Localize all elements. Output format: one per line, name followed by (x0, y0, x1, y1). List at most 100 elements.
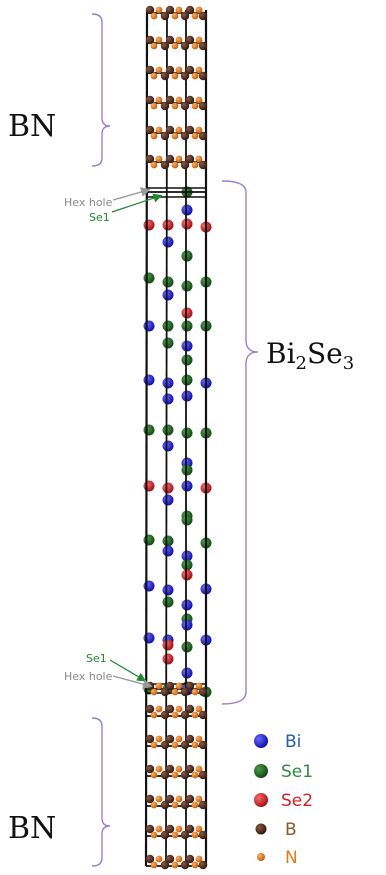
se1-atom (162, 320, 174, 332)
n-atom (195, 705, 203, 713)
n-atom (191, 72, 199, 80)
n-atom (171, 688, 179, 696)
b-atom (165, 65, 175, 75)
bise-bracket (221, 180, 259, 705)
n-atom (175, 855, 183, 863)
n-atom (155, 765, 163, 773)
n-atom (195, 682, 203, 690)
se1-atom (181, 354, 193, 366)
bi-atom (162, 440, 174, 452)
b-atom (145, 854, 155, 864)
se1-atom (162, 276, 174, 288)
n-atom (171, 831, 179, 839)
n-atom (150, 132, 158, 140)
bottom-hex-hole-arrow (112, 675, 153, 689)
b-atom (145, 154, 155, 164)
n-atom (175, 36, 183, 44)
n-atom (175, 155, 183, 163)
b-atom (185, 734, 195, 744)
b-atom (145, 734, 155, 744)
n-atom (171, 42, 179, 50)
n-atom (171, 711, 179, 719)
b-atom (145, 704, 155, 714)
se2-atom (162, 639, 174, 651)
b-atom (185, 35, 195, 45)
n-atom (191, 161, 199, 169)
n-atom (155, 6, 163, 14)
b-atom (185, 681, 195, 691)
b-atom (165, 734, 175, 744)
se1-atom (181, 320, 193, 332)
se1-atom (162, 596, 174, 608)
cell-edge-line (144, 9, 149, 867)
b-atom (165, 704, 175, 714)
b-atom (165, 824, 175, 834)
se2-atom (181, 218, 193, 230)
bi-atom (143, 580, 155, 592)
n-atom (175, 96, 183, 104)
se1-atom (181, 427, 193, 439)
bi-atom (181, 599, 193, 611)
b-atom (198, 800, 208, 810)
n-atom (191, 771, 199, 779)
bi-atom (162, 494, 174, 506)
se2-atom (162, 653, 174, 665)
b-atom (198, 11, 208, 21)
n-atom (175, 705, 183, 713)
se2-atom (181, 307, 193, 319)
n-atom (191, 102, 199, 110)
n-atom (191, 711, 199, 719)
n-atom (191, 741, 199, 749)
b-atom (185, 5, 195, 15)
b-atom (185, 824, 195, 834)
n-atom (150, 711, 158, 719)
legend-bi-swatch (254, 734, 268, 748)
se1-atom (181, 514, 193, 526)
b-atom (160, 101, 170, 111)
se1-atom (181, 464, 193, 476)
b-atom (160, 740, 170, 750)
legend-bi-label: Bi (285, 732, 301, 752)
b-atom (180, 830, 190, 840)
n-atom (195, 735, 203, 743)
b-atom (145, 35, 155, 45)
n-atom (195, 155, 203, 163)
atoms-layer (143, 186, 212, 698)
se1-atom (162, 535, 174, 547)
n-atom (195, 855, 203, 863)
bi2se3-label-sub2: 2 (296, 353, 307, 374)
b-atom (160, 800, 170, 810)
bi-atom (181, 619, 193, 631)
b-atom (180, 740, 190, 750)
n-atom (191, 861, 199, 869)
top-hex-hole-arrow (112, 187, 151, 201)
bottom-se1-label: Se1 (86, 652, 107, 665)
b-atom (165, 154, 175, 164)
bn-bottom-label: BN (8, 811, 56, 846)
legend: Bi Se1 Se2 B N (254, 732, 313, 868)
b-atom (160, 687, 170, 697)
n-atom (171, 72, 179, 80)
bi-atom (162, 393, 174, 405)
b-atom (165, 5, 175, 15)
n-atom (171, 102, 179, 110)
n-atom (191, 801, 199, 809)
legend-se2-label: Se2 (281, 791, 313, 811)
n-atom (155, 735, 163, 743)
n-atom (150, 801, 158, 809)
b-atom (185, 65, 195, 75)
b-atom (180, 800, 190, 810)
b-atom (198, 830, 208, 840)
bi-atom (181, 390, 193, 402)
b-atom (160, 160, 170, 170)
b-atom (180, 71, 190, 81)
b-atom (165, 35, 175, 45)
n-atom (155, 682, 163, 690)
bi2se3-label-sub3: 3 (343, 353, 354, 374)
se2-atom (162, 482, 174, 494)
n-atom (175, 6, 183, 14)
n-atom (175, 735, 183, 743)
se1-atom (143, 534, 155, 546)
n-atom (171, 801, 179, 809)
